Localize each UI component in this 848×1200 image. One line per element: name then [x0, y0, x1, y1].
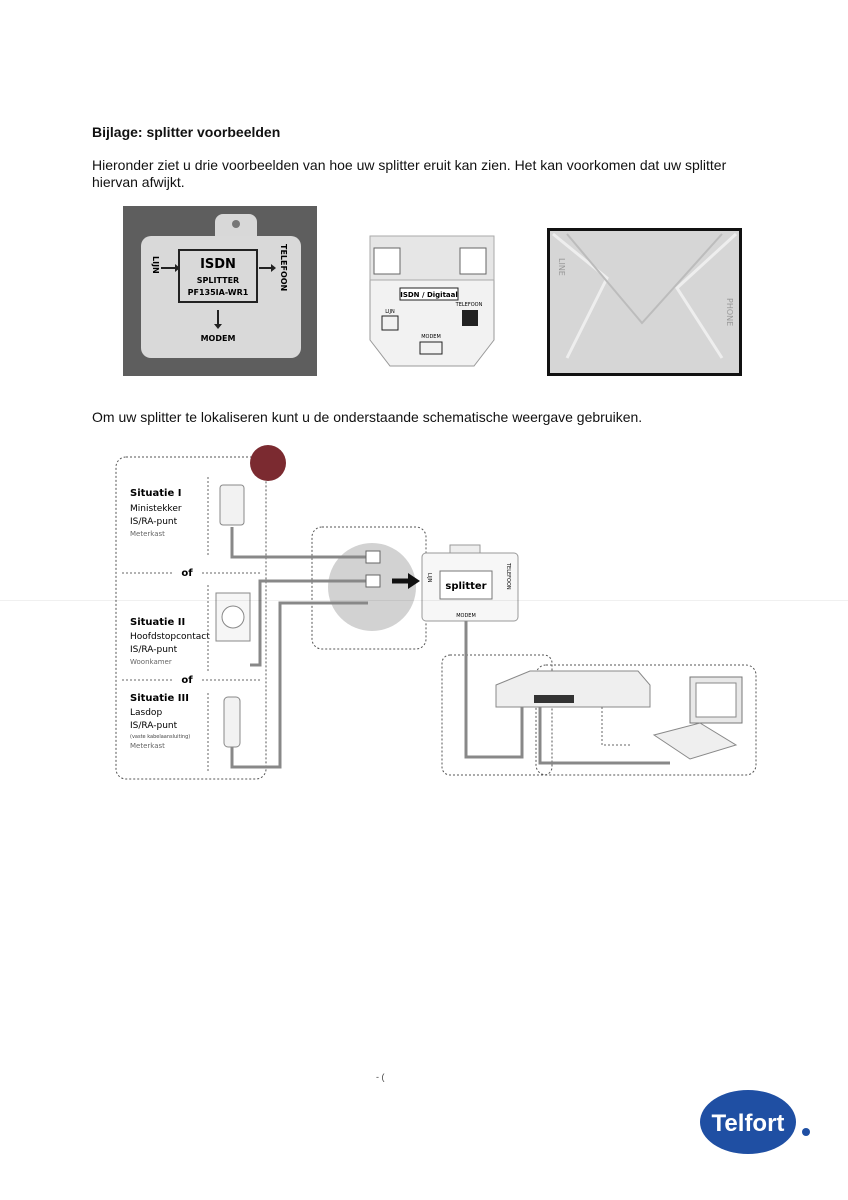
sit2-l3: Woonkamer: [130, 658, 172, 666]
photo1-title: ISDN: [200, 257, 236, 272]
photo3-line: LINE: [557, 258, 566, 276]
diagram-lijn: LIJN: [426, 573, 432, 583]
telfort-logo: Telfort: [698, 1088, 814, 1158]
splitter-photo-isdn: ISDN SPLITTER PF135IA-WR1 MODEM LIJN TEL…: [123, 206, 317, 376]
photo1-modem: MODEM: [201, 334, 236, 343]
diagram-splitter-label: splitter: [445, 581, 486, 592]
photo1-telefoon: TELEFOON: [279, 244, 288, 291]
sit2-title: Situatie II: [130, 617, 185, 628]
photo1-sub1: SPLITTER: [197, 276, 239, 285]
photo3-phone: PHONE: [725, 298, 734, 326]
sit3-title: Situatie III: [130, 693, 189, 704]
photo1-sub2: PF135IA-WR1: [188, 288, 249, 297]
scan-artifact-line: [0, 600, 848, 601]
logo-text: Telfort: [712, 1110, 785, 1137]
splitter-location-diagram: Situatie I Ministekker IS/RA-punt Meterk…: [110, 445, 760, 785]
of-2: of: [181, 675, 193, 686]
marker-dot: [250, 445, 286, 481]
page-heading: Bijlage: splitter voorbeelden: [92, 124, 281, 140]
sit3-l2: IS/RA-punt: [130, 721, 178, 731]
sit3-l4: Meterkast: [130, 742, 165, 750]
sit2-l2: IS/RA-punt: [130, 645, 178, 655]
sit2-l1: Hoofdstopcontact: [130, 632, 210, 642]
photo2-lijn: LIJN: [385, 309, 395, 315]
splitter-photo-box: LINE PHONE: [547, 228, 742, 376]
of-1: of: [181, 568, 193, 579]
sit3-l1: Lasdop: [130, 708, 162, 718]
footer-mark: - (: [376, 1072, 385, 1082]
photo1-lijn: LIJN: [151, 256, 160, 274]
sit1-l1: Ministekker: [130, 504, 182, 514]
intro-paragraph: Hieronder ziet u drie voorbeelden van ho…: [92, 157, 727, 190]
splitter-photo-digitaal: ISDN / Digitaal LIJN TELEFOON MODEM: [352, 218, 512, 374]
schematic-intro: Om uw splitter te lokaliseren kunt u de …: [92, 409, 643, 425]
sit1-l3: Meterkast: [130, 530, 165, 538]
sit1-l2: IS/RA-punt: [130, 517, 178, 527]
photo2-modem: MODEM: [421, 334, 441, 340]
sit1-title: Situatie I: [130, 488, 181, 499]
photo2-telefoon: TELEFOON: [455, 302, 483, 308]
sit3-l3: (vaste kabelaansluiting): [130, 734, 190, 740]
photo2-label: ISDN / Digitaal: [400, 291, 458, 299]
diagram-modem: MODEM: [456, 613, 476, 619]
diagram-telefoon: TELEFOON: [505, 562, 511, 590]
